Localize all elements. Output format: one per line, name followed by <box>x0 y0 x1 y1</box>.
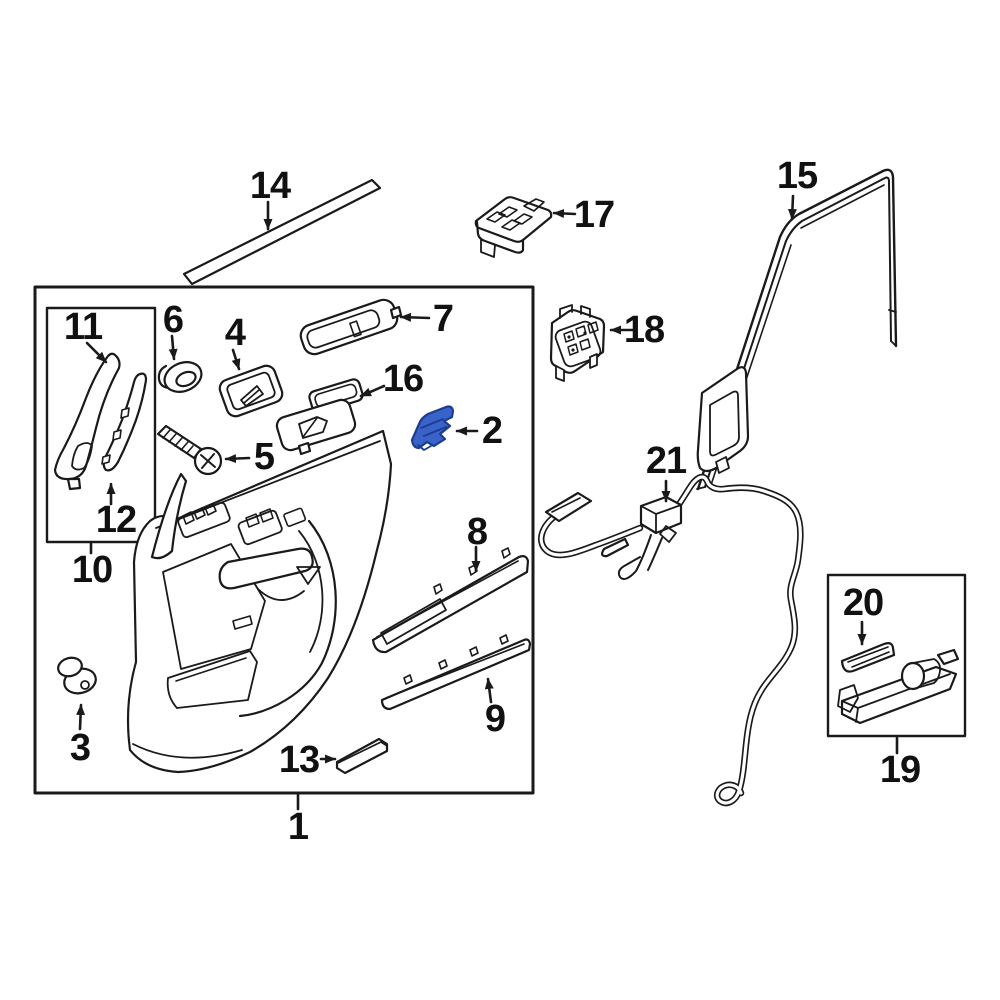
callout-9: 9 <box>484 698 506 740</box>
callout-13: 13 <box>278 739 320 781</box>
callout-6: 6 <box>162 299 184 341</box>
callout-1: 1 <box>287 806 309 848</box>
part-1-assembly-box <box>33 285 535 795</box>
part-2-clip-highlighted <box>410 405 455 451</box>
part-13-plate-art <box>335 737 389 775</box>
callout-16: 16 <box>382 358 424 400</box>
part-12-trim-strip-art <box>101 372 148 472</box>
door-trim-panel-art <box>126 429 393 774</box>
callout-19: 19 <box>879 749 921 791</box>
callout-21: 21 <box>645 440 687 482</box>
callout-14: 14 <box>249 165 291 207</box>
callout-10: 10 <box>71 549 113 591</box>
part-15-glass-run-art <box>696 168 898 491</box>
callout-11: 11 <box>63 306 103 348</box>
leader-arrows <box>76 194 899 811</box>
part-4-handle-bezel-art <box>218 364 284 418</box>
callout-5: 5 <box>253 436 275 478</box>
callout-18: 18 <box>623 309 665 351</box>
part-5-screw-art <box>156 424 223 476</box>
callout-8: 8 <box>466 511 488 553</box>
part-16-switch-bezel-art <box>275 378 364 456</box>
part-6-grommet-art <box>157 361 203 393</box>
part-10-sub-box <box>45 306 157 544</box>
part-19-lamp-art <box>837 648 960 725</box>
part-9-lower-strip-art <box>380 634 532 711</box>
callout-15: 15 <box>776 155 818 197</box>
callout-12: 12 <box>95 499 137 541</box>
part-18-switch-block-art <box>549 304 606 382</box>
part-11-handle-trim-art <box>53 352 121 491</box>
part-7-armrest-trim-art <box>299 298 403 356</box>
part-14-beltline-strip-art <box>182 178 382 286</box>
part-17-window-switch-art <box>474 196 553 258</box>
callout-4: 4 <box>224 312 246 354</box>
callout-20: 20 <box>842 582 884 624</box>
part-20-lens-art <box>840 642 896 673</box>
part-3-fastener-art <box>57 656 97 695</box>
callout-17: 17 <box>573 194 615 236</box>
callout-2: 2 <box>481 410 503 452</box>
callout-3: 3 <box>69 727 91 769</box>
callout-7: 7 <box>432 298 454 340</box>
part-19-box <box>826 573 967 738</box>
part-21-wiring-harness-art <box>538 473 804 807</box>
